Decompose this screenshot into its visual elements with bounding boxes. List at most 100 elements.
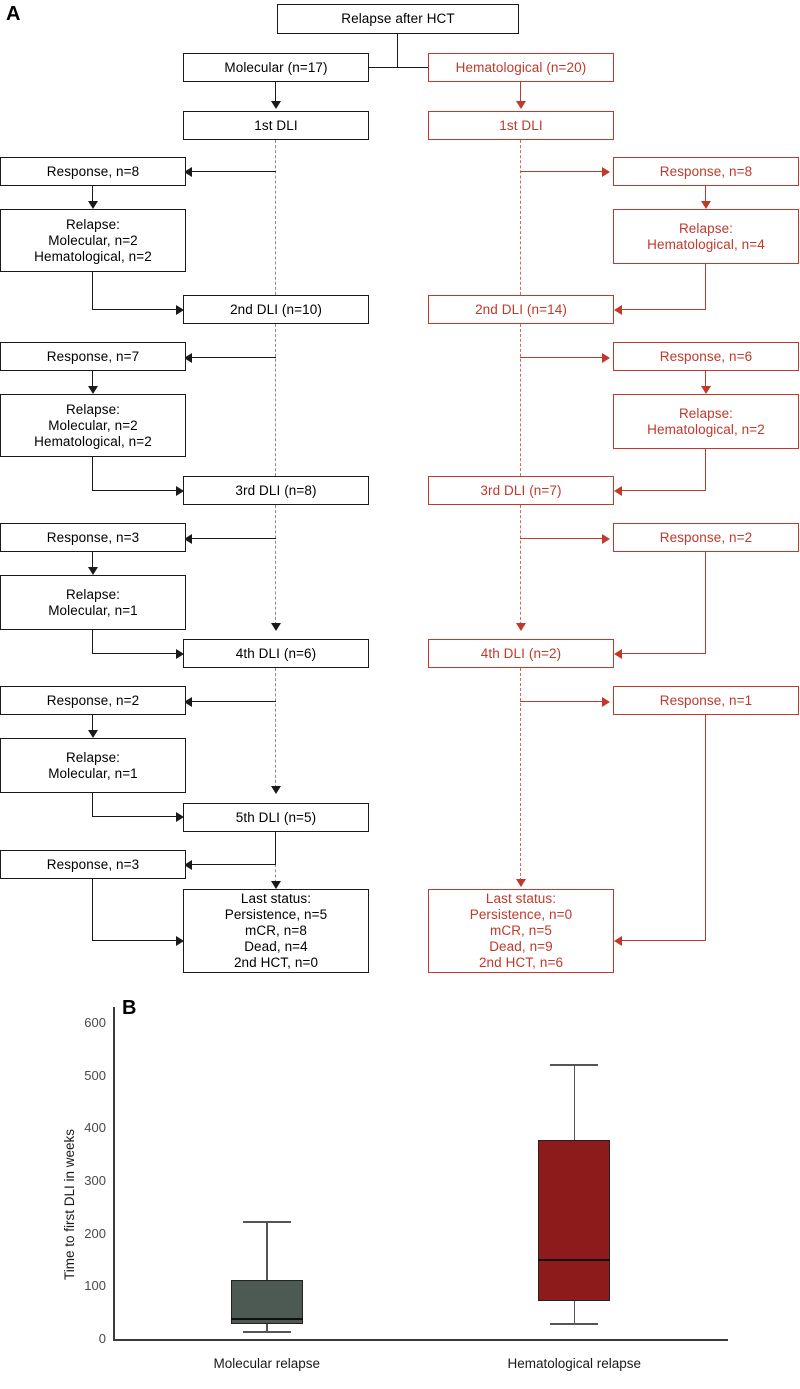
arrowhead-mol-relapse2-dli3 [176,486,184,496]
connector-hem-dli3-response [520,538,605,540]
arrowhead-mol-last-status [271,881,281,889]
x-axis-line [113,1339,728,1341]
arrowhead-hem-relapse1-dli2 [614,305,622,315]
box-hem-4th-dli: 4th DLI (n=2) [428,639,614,668]
arrowhead-hem-resp3 [602,534,610,544]
connector-hem-resp4-to-last [622,940,706,942]
connector-root-split [353,67,441,69]
box-hem-response-4: Response, n=1 [613,686,799,715]
spine-mol-dli3-to-dli4 [275,505,276,630]
box-mol-1st-dli: 1st DLI [183,111,369,140]
box-mol-3rd-dli: 3rd DLI (n=8) [183,476,369,505]
arrowhead-mol-dli1 [271,101,281,109]
connector-hem-resp4-down [705,715,707,941]
y-tick-400: 400 [84,1120,106,1136]
arrowhead-mol-resp5 [184,860,192,870]
box-mol-relapse-1: Relapse: Molecular, n=2 Hematological, n… [0,209,186,272]
arrowhead-mol-relapse3-dli4 [176,649,184,659]
whisker-cap-upper [550,1063,599,1066]
category-label-2: Hematological relapse [507,1356,642,1371]
box-hem-response-2: Response, n=6 [613,342,799,371]
arrowhead-hem-relapse2-dli3 [614,486,622,496]
arrowhead-hem-dli1 [516,101,526,109]
connector-hem-resp3-to-dli4 [622,653,706,655]
connector-mol-resp5-to-last [92,940,181,942]
connector-hem-resp3-down [705,552,707,654]
spine-mol-dli1-to-dli2 [275,140,276,305]
box-mol-last-status: Last status: Persistence, n=5 mCR, n=8 D… [183,889,369,973]
box-molecular-arm: Molecular (n=17) [183,53,369,82]
box-mol-response-2: Response, n=7 [0,342,186,371]
connector-hem-arm-to-dli1 [520,82,522,103]
arrowhead-hem-last-status [516,879,526,887]
connector-mol-relapse3-to-dli4 [92,653,181,655]
connector-hem-relapse1-down [705,264,707,310]
panel-b-letter: B [122,997,137,1019]
arrowhead-mol-resp3 [184,534,192,544]
connector-mol-resp5-down [92,879,94,941]
arrowhead-hem-resp4 [602,697,610,707]
whisker-line [266,1221,268,1332]
box-mol-2nd-dli: 2nd DLI (n=10) [183,295,369,324]
whisker-cap-upper [242,1221,291,1224]
box-hem-relapse-2: Relapse: Hematological, n=2 [613,394,799,449]
connector-mol-resp1-relapse1 [92,186,94,204]
y-tick-500: 500 [84,1067,106,1083]
arrowhead-mol-dli4 [271,623,281,631]
box-mol-response-3: Response, n=3 [0,523,186,552]
spine-mol-dli5-to-last [275,864,276,888]
arrowhead-mol-relapse3 [88,567,98,575]
arrowhead-mol-relapse4 [88,730,98,738]
connector-mol-relapse4-to-dli5 [92,816,181,818]
arrowhead-mol-dli5 [271,786,281,794]
arrowhead-hem-relapse1 [701,201,711,209]
median-line [538,1258,611,1261]
y-tick-300: 300 [84,1172,106,1188]
box-hem-3rd-dli: 3rd DLI (n=7) [428,476,614,505]
spine-hem-dli1-to-dli2 [520,140,521,305]
connector-hem-dli1-response [520,171,605,173]
box-hem-relapse-1: Relapse: Hematological, n=4 [613,209,799,264]
connector-mol-dli4-response [192,701,276,703]
connector-hem-dli4-response [520,701,605,703]
connector-hem-relapse2-to-dli3 [622,490,706,492]
connector-mol-dli5-response [192,864,276,866]
connector-mol-resp3-relapse3 [92,552,94,570]
spine-hem-dli2-to-dli3 [520,324,521,486]
connector-mol-relapse4-down [92,793,94,817]
y-axis-line [113,1007,115,1340]
box-1 [230,1279,303,1325]
connector-mol-relapse1-to-dli2 [92,309,181,311]
arrowhead-hem-resp1 [602,167,610,177]
box-mol-5th-dli: 5th DLI (n=5) [183,803,369,832]
whisker-cap-lower [550,1323,599,1325]
whisker-cap-lower [242,1331,291,1333]
box-hem-last-status: Last status: Persistence, n=0 mCR, n=5 D… [428,889,614,973]
connector-mol-dli5-stem [275,832,277,864]
box-mol-response-1: Response, n=8 [0,157,186,186]
y-tick-0: 0 [98,1331,106,1346]
arrowhead-mol-relapse2 [88,386,98,394]
arrowhead-hem-relapse2 [701,386,711,394]
arrowhead-hem-resp3-dli4 [614,649,622,659]
category-label-1: Molecular relapse [213,1356,321,1371]
arrowhead-mol-resp1 [184,167,192,177]
connector-root-stem [397,34,399,68]
connector-mol-resp4-relapse4 [92,715,94,733]
spine-hem-dli3-to-dli4 [520,505,521,630]
box-hem-1st-dli: 1st DLI [428,111,614,140]
box-hematological-arm: Hematological (n=20) [428,53,614,82]
connector-hem-dli2-response [520,357,605,359]
box-mol-4th-dli: 4th DLI (n=6) [183,639,369,668]
connector-mol-resp2-relapse2 [92,371,94,389]
arrowhead-mol-resp4 [184,697,192,707]
y-tick-600: 600 [84,1014,106,1030]
arrowhead-mol-relapse4-dli5 [176,812,184,822]
box-2 [538,1139,611,1302]
box-hem-response-1: Response, n=8 [613,157,799,186]
connector-hem-relapse1-to-dli2 [622,309,706,311]
box-hem-2nd-dli: 2nd DLI (n=14) [428,295,614,324]
connector-mol-dli1-response [192,171,276,173]
